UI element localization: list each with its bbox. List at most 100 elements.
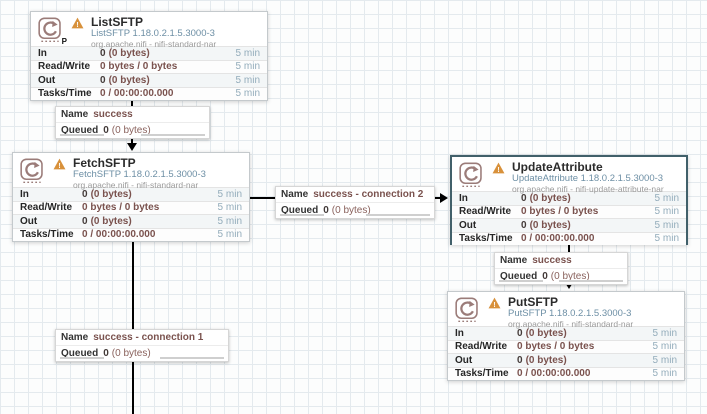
stat-window: 5 min <box>654 219 679 231</box>
stat-label: Out <box>20 215 38 227</box>
processor-icon <box>19 157 49 185</box>
connection-name-row: Name success - connection 1 <box>56 330 228 345</box>
processor-version: ListSFTP 1.18.0.2.1.5.3000-3 <box>91 28 215 40</box>
stat-row-tasks: Tasks/Time 0 / 00:00:00.000 5 min <box>452 231 686 245</box>
processor-titles: ListSFTP ListSFTP 1.18.0.2.1.5.3000-3 or… <box>91 15 216 50</box>
connection-queued-row: Queued 0 (0 bytes) <box>495 268 627 284</box>
connection-label-success-connection-2[interactable]: Name success - connection 2 Queued 0 (0 … <box>275 186 435 219</box>
stat-size: 0 / 00:00:00.000 <box>82 229 156 241</box>
stat-size: (0 bytes) <box>529 219 571 231</box>
connection-queued-row: Queued 0 (0 bytes) <box>276 202 434 218</box>
warning-icon: ! <box>71 17 85 29</box>
connection-name-row: Name success - connection 2 <box>276 187 434 202</box>
processor-version: UpdateAttribute 1.18.0.2.1.5.3000-3 <box>512 173 664 185</box>
stat-size: 0 bytes / 0 bytes <box>82 202 160 214</box>
stat-count: 0 <box>521 219 527 231</box>
stat-size: 0 bytes / 0 bytes <box>100 61 178 73</box>
stat-size: (0 bytes) <box>108 74 150 86</box>
stat-window: 5 min <box>235 47 260 59</box>
processor-updateattribute[interactable]: ! UpdateAttribute UpdateAttribute 1.18.0… <box>450 155 688 245</box>
stat-window: 5 min <box>217 229 242 241</box>
stat-label: Out <box>38 74 56 86</box>
stat-row-tasks: Tasks/Time 0 / 00:00:00.000 5 min <box>448 366 684 380</box>
stat-row-in: In 0(0 bytes) 5 min <box>452 191 686 205</box>
stat-size: 0 bytes / 0 bytes <box>521 206 599 218</box>
queue-percent-bar <box>499 280 543 282</box>
connection-queued-size: (0 bytes) <box>111 125 151 136</box>
stat-label: Read/Write <box>38 61 91 73</box>
stat-window: 5 min <box>217 188 242 200</box>
stat-label: In <box>20 188 29 200</box>
processor-icon <box>458 161 488 189</box>
processor-titles: UpdateAttribute UpdateAttribute 1.18.0.2… <box>512 160 664 195</box>
connection-queued-label: Queued <box>500 271 538 282</box>
connection-queued-size: (0 bytes) <box>550 271 590 282</box>
stat-label: Tasks/Time <box>20 229 74 241</box>
connection-queued-label: Queued <box>61 125 99 136</box>
stat-size: (0 bytes) <box>90 188 132 200</box>
processor-fetchsftp[interactable]: ! FetchSFTP FetchSFTP 1.18.0.2.1.5.3000-… <box>12 152 250 242</box>
stat-size: 0 / 00:00:00.000 <box>517 368 591 380</box>
stat-window: 5 min <box>652 327 677 339</box>
connection-label-success-2[interactable]: Name success Queued 0 (0 bytes) <box>494 252 628 285</box>
connection-queued-row: Queued 0 (0 bytes) <box>56 122 209 138</box>
stat-row-readwrite: Read/Write 0 bytes / 0 bytes 5 min <box>448 339 684 353</box>
processor-header: ! FetchSFTP FetchSFTP 1.18.0.2.1.5.3000-… <box>13 153 249 190</box>
connection-queued-count: 0 <box>542 271 548 282</box>
stat-label: In <box>455 327 464 339</box>
warning-icon: ! <box>488 297 502 309</box>
stat-label: Tasks/Time <box>38 88 92 100</box>
processor-version: PutSFTP 1.18.0.2.1.5.3000-3 <box>508 308 632 320</box>
stat-size: (0 bytes) <box>525 354 567 366</box>
stat-window: 5 min <box>217 202 242 214</box>
stat-count: 0 <box>517 327 523 339</box>
stat-row-in: In 0(0 bytes) 5 min <box>448 326 684 340</box>
processor-header: ! PutSFTP PutSFTP 1.18.0.2.1.5.3000-3 or… <box>448 292 684 329</box>
stat-row-out: Out 0(0 bytes) 5 min <box>452 218 686 232</box>
svg-text:!: ! <box>497 167 499 174</box>
connection-queued-count: 0 <box>323 205 329 216</box>
connection-label-success-1[interactable]: Name success Queued 0 (0 bytes) <box>55 106 210 139</box>
processor-name: UpdateAttribute <box>512 160 603 174</box>
connection-name-row: Name success <box>495 253 627 268</box>
connection-name-row: Name success <box>56 107 209 122</box>
stat-count: 0 <box>82 188 88 200</box>
queue-size-bar <box>366 214 430 216</box>
stat-window: 5 min <box>235 88 260 100</box>
processor-bundle: org.apache.nifi - nifi-standard-nar <box>508 319 634 330</box>
connection-name-label: Name <box>500 255 528 266</box>
connection-queued-count: 0 <box>103 348 109 359</box>
processor-version: FetchSFTP 1.18.0.2.1.5.3000-3 <box>73 169 206 181</box>
queue-percent-bar <box>60 357 104 359</box>
processor-name: ListSFTP <box>91 15 144 29</box>
warning-icon: ! <box>53 158 67 170</box>
stat-label: Read/Write <box>455 341 508 353</box>
connection-name-value: success - connection 1 <box>93 332 204 343</box>
processor-titles: FetchSFTP FetchSFTP 1.18.0.2.1.5.3000-3 … <box>73 156 206 191</box>
stat-label: Tasks/Time <box>459 233 513 245</box>
stat-count: 0 <box>521 192 527 204</box>
processor-stats: In 0(0 bytes) 5 min Read/Write 0 bytes /… <box>448 326 684 380</box>
connection-queued-label: Queued <box>61 348 99 359</box>
stat-label: Out <box>455 354 473 366</box>
stat-label: Tasks/Time <box>455 368 509 380</box>
connection-name-value: success <box>532 255 572 266</box>
stat-window: 5 min <box>652 368 677 380</box>
connection-name-value: success <box>93 109 133 120</box>
stat-size: (0 bytes) <box>108 47 150 59</box>
queue-size-bar <box>559 280 623 282</box>
processor-header: ! UpdateAttribute UpdateAttribute 1.18.0… <box>452 157 686 194</box>
connection-queued-size: (0 bytes) <box>111 348 151 359</box>
processor-putsftp[interactable]: ! PutSFTP PutSFTP 1.18.0.2.1.5.3000-3 or… <box>447 291 685 381</box>
stat-size: 0 / 00:00:00.000 <box>100 88 174 100</box>
connection-label-success-connection-1[interactable]: Name success - connection 1 Queued 0 (0 … <box>55 329 229 362</box>
processor-listsftp[interactable]: P ! ListSFTP ListSFTP 1.18.0.2.1.5.3000-… <box>30 11 268 101</box>
svg-text:!: ! <box>58 163 60 170</box>
processor-bundle: org.apache.nifi - nifi-update-attribute-… <box>512 184 664 195</box>
stat-size: (0 bytes) <box>525 327 567 339</box>
stat-size: 0 / 00:00:00.000 <box>521 233 595 245</box>
stat-window: 5 min <box>235 74 260 86</box>
processor-icon <box>454 296 484 324</box>
connection-name-label: Name <box>61 109 89 120</box>
